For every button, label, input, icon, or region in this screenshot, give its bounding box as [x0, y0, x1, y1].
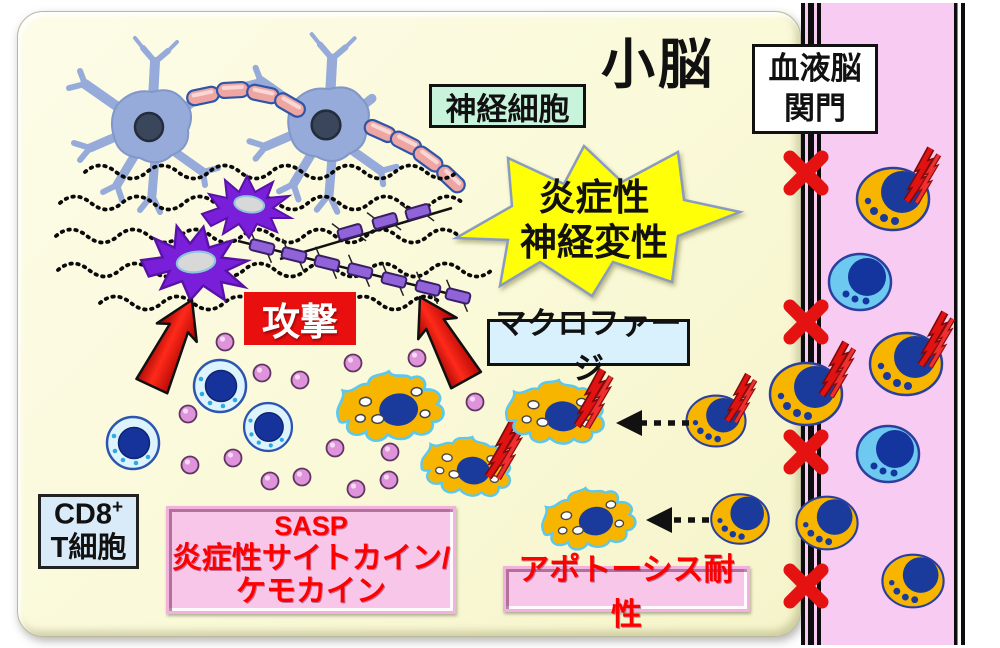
cd8-line2: T細胞 [50, 532, 127, 565]
cd8-t-cell-1 [192, 358, 248, 414]
attack-label: 攻撃 [244, 292, 356, 345]
cd8-t-cell-3 [105, 415, 161, 471]
monocyte-tissue-2 [710, 493, 770, 545]
cd8-line1: CD8+ [53, 497, 124, 531]
cd8-t-cell-2 [242, 401, 294, 453]
myelin-sheath-chain-1 [184, 80, 309, 121]
activated-microglia-1 [201, 175, 292, 239]
sasp-line2: 炎症性サイトカイン/ [171, 541, 451, 575]
inflammation-label: 炎症性 神経変性 [468, 172, 720, 268]
neuron-cell-1 [69, 38, 218, 212]
macrophage-label: マクロファージ [487, 306, 690, 386]
migration-arrow-1 [616, 410, 689, 436]
blood-brain-barrier-label: 血液脳 関門 [752, 44, 878, 134]
sasp-line1: SASP [274, 511, 348, 542]
inflammation-line1: 炎症性 [538, 176, 650, 218]
bbb-label-line2: 関門 [784, 91, 846, 126]
bbb-label-line1: 血液脳 [768, 51, 862, 87]
blocked-x-icons [783, 150, 829, 609]
vessel-lymphocyte-1 [827, 252, 893, 312]
myelin-sheath-chain-2 [361, 116, 469, 197]
cd8-tcell-label: CD8+ T細胞 [38, 494, 139, 569]
vessel-monocyte-5 [881, 553, 945, 609]
inflammation-line2: 神経変性 [520, 222, 668, 263]
vessel-monocyte-4 [795, 495, 859, 551]
vessel-outer-wall [954, 3, 965, 645]
vessel-lymphocyte-2 [855, 424, 921, 484]
attack-arrow-right [416, 295, 483, 390]
sasp-line3: ケモカイン [236, 575, 386, 609]
macrophage-1 [332, 365, 447, 446]
sasp-box: SASP 炎症性サイトカイン/ ケモカイン [166, 506, 456, 614]
apoptosis-resistance-label: アポトーシス耐性 [503, 552, 750, 632]
migration-arrow-2 [646, 507, 709, 533]
attack-arrow-left [135, 298, 198, 395]
inflammation-starburst [451, 143, 745, 298]
damaged-axon-debris [237, 194, 475, 313]
neuron-label: 神経細胞 [429, 84, 586, 128]
region-title: 小脳 [601, 34, 715, 95]
activated-microglia-2 [133, 214, 257, 312]
